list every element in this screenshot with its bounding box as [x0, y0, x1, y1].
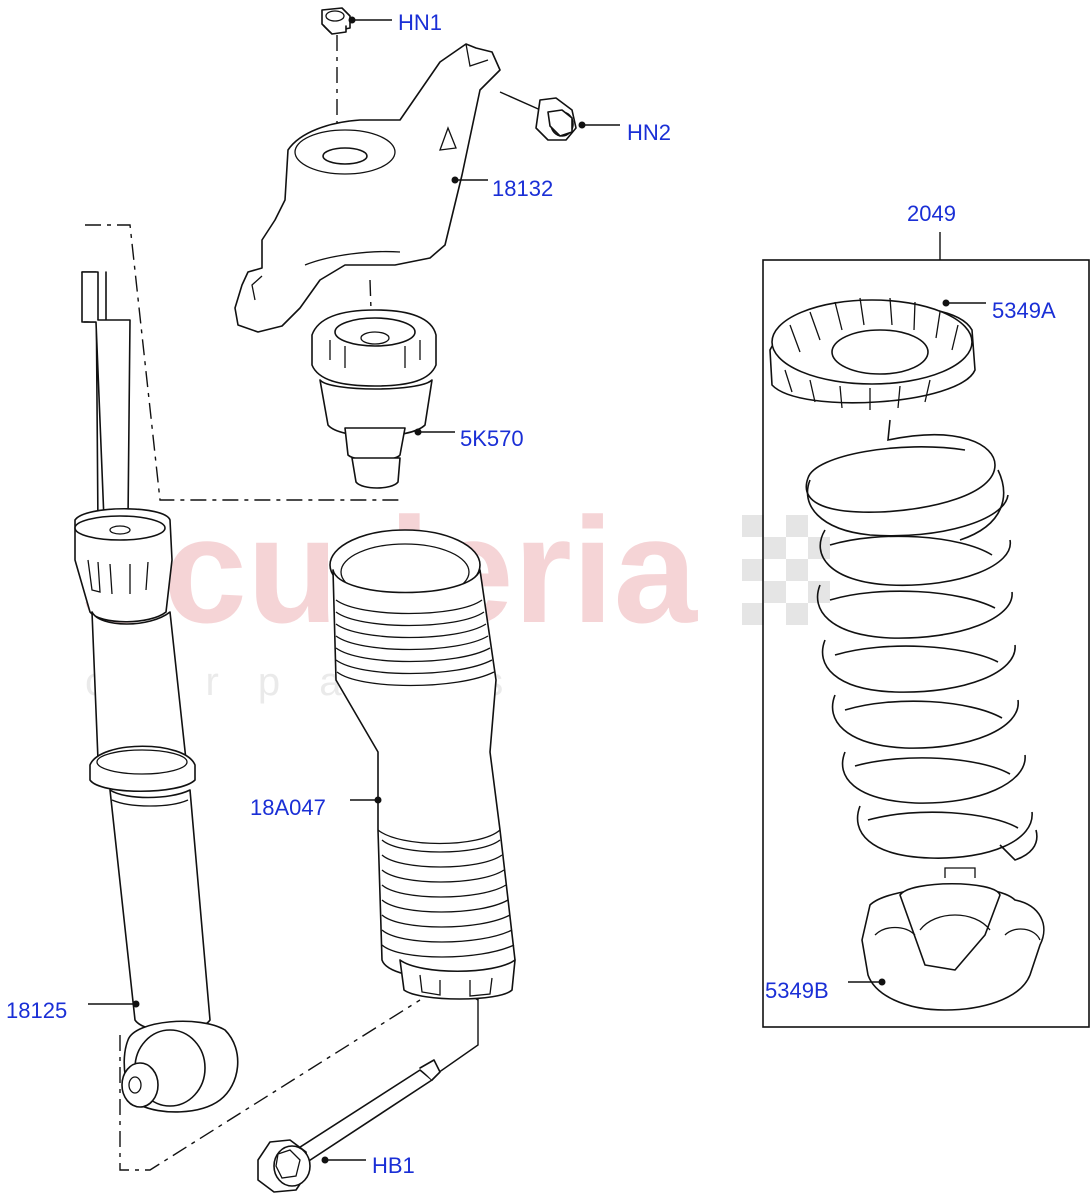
label-18125: 18125 — [6, 998, 67, 1023]
coil-spring — [805, 419, 1038, 861]
label-18a047: 18A047 — [250, 795, 326, 820]
checkered-flag-icon — [742, 515, 830, 625]
shock-absorber-18125 — [74, 271, 239, 1113]
callout-hb1: HB1 — [321, 1153, 415, 1178]
label-hb1: HB1 — [372, 1153, 415, 1178]
label-hn2: HN2 — [627, 120, 671, 145]
mounting-bracket-18132 — [234, 43, 501, 333]
callout-5349a: 5349A — [942, 298, 1056, 323]
callout-18125: 18125 — [6, 998, 140, 1023]
callout-hn1: HN1 — [348, 10, 442, 35]
spring-kit-2049 — [762, 259, 1090, 1028]
label-18132: 18132 — [492, 176, 553, 201]
label-5349a: 5349A — [992, 298, 1056, 323]
callout-hn2: HN2 — [578, 120, 671, 145]
callout-5k570: 5K570 — [414, 426, 524, 451]
kit-frame — [762, 259, 1090, 1028]
nut-hn1 — [321, 7, 351, 35]
air-spring-18a047 — [329, 529, 516, 1000]
label-5k570: 5K570 — [460, 426, 524, 451]
spring-seat-5349a — [769, 297, 976, 410]
spring-seat-5349b — [861, 867, 1045, 1011]
callout-18132: 18132 — [451, 176, 553, 201]
callout-2049: 2049 — [907, 201, 956, 260]
callout-18a047: 18A047 — [250, 795, 382, 820]
label-hn1: HN1 — [398, 10, 442, 35]
boot-ribs — [335, 599, 515, 958]
nut-hn2 — [535, 97, 577, 141]
bolt-hb1 — [257, 1059, 441, 1193]
label-2049: 2049 — [907, 201, 956, 226]
label-5349b: 5349B — [765, 978, 829, 1003]
bump-stop-5k570 — [311, 309, 437, 489]
callout-5349b: 5349B — [765, 978, 886, 1003]
